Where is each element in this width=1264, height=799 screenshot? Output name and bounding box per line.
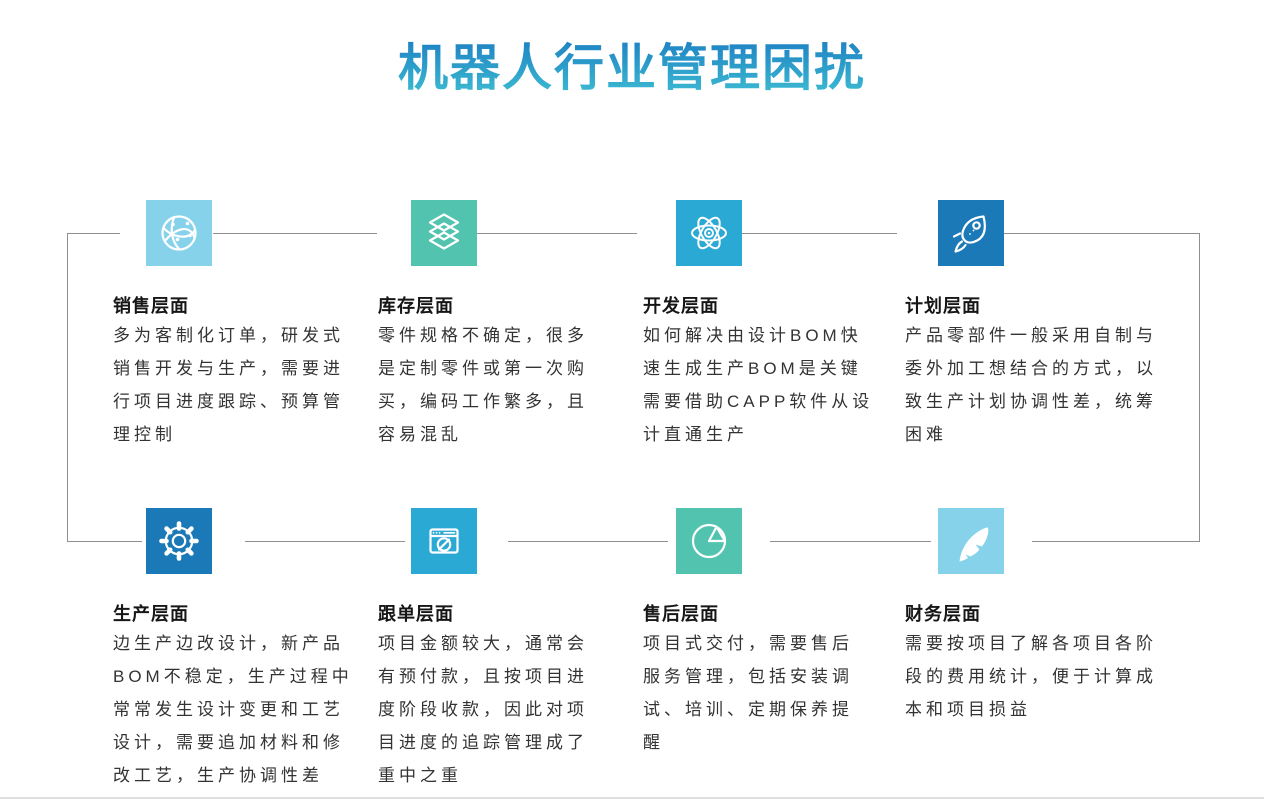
section-planning: 计划层面 产品零部件一般采用自制与 委外加工想结合的方式，以 致生产计划协调性差… (905, 200, 1157, 451)
connector-line-right (1199, 233, 1200, 542)
section-tracking: 跟单层面 项目金额较大，通常会 有预付款，且按项目进 度阶段收款，因此对项 目进… (378, 508, 588, 792)
production-icon-box (146, 508, 212, 574)
section-body: 项目式交付，需要售后 服务管理，包括安装调 试、培训、定期保养提 醒 (643, 634, 853, 752)
connector-line (477, 233, 637, 234)
section-sales: 销售层面 多为客制化订单，研发式 销售开发与生产，需要进 行项目进度跟踪、预算管… (113, 200, 344, 451)
sales-icon-box (146, 200, 212, 266)
connector-line-left (67, 233, 68, 541)
layers-icon (428, 213, 460, 250)
section-heading: 销售层面 (113, 296, 189, 316)
section-heading: 生产层面 (113, 604, 189, 624)
connector-line (738, 233, 897, 234)
section-body: 多为客制化订单，研发式 销售开发与生产，需要进 行项目进度跟踪、预算管 理控制 (113, 326, 344, 444)
connector-line (245, 541, 405, 542)
section-heading: 售后层面 (643, 604, 719, 624)
section-heading: 跟单层面 (378, 604, 454, 624)
connector-line (508, 541, 668, 542)
gear-icon (159, 521, 199, 561)
network-globe-icon (161, 215, 197, 251)
section-body: 需要按项目了解各项目各阶 段的费用统计，便于计算成 本和项目损益 (905, 634, 1157, 719)
section-heading: 计划层面 (905, 296, 981, 316)
section-body: 产品零部件一般采用自制与 委外加工想结合的方式，以 致生产计划协调性差，统筹 困… (905, 326, 1157, 444)
rocket-icon (952, 215, 986, 253)
section-body: 边生产边改设计，新产品 BOM不稳定，生产过程中 常常发生设计变更和工艺 设计，… (113, 634, 353, 785)
section-body: 项目金额较大，通常会 有预付款，且按项目进 度阶段收款，因此对项 目进度的追踪管… (378, 634, 588, 785)
inventory-icon-box (411, 200, 477, 266)
atom-icon (691, 216, 727, 250)
section-heading: 库存层面 (378, 296, 454, 316)
connector-line (67, 541, 142, 542)
aftersales-icon-box (676, 508, 742, 574)
browser-compass-icon (429, 528, 459, 554)
section-heading: 财务层面 (905, 604, 981, 624)
section-body: 如何解决由设计BOM快 速生成生产BOM是关键 需要借助CAPP软件从设 计直通… (643, 326, 874, 444)
bottom-divider (0, 797, 1264, 799)
section-development: 开发层面 如何解决由设计BOM快 速生成生产BOM是关键 需要借助CAPP软件从… (643, 200, 873, 451)
section-inventory: 库存层面 零件规格不确定，很多 是定制零件或第一次购 买，编码工作繁多，且 容易… (378, 200, 588, 451)
tracking-icon-box (411, 508, 477, 574)
section-body: 零件规格不确定，很多 是定制零件或第一次购 买，编码工作繁多，且 容易混乱 (378, 326, 588, 444)
connector-line (1032, 541, 1199, 542)
feather-icon (959, 527, 989, 562)
section-production: 生产层面 边生产边改设计，新产品 BOM不稳定，生产过程中 常常发生设计变更和工… (113, 508, 353, 792)
section-heading: 开发层面 (643, 296, 719, 316)
finance-icon-box (938, 508, 1004, 574)
connector-line (213, 233, 377, 234)
connector-line (67, 233, 120, 234)
page-title: 机器人行业管理困扰 (0, 38, 1264, 98)
section-finance: 财务层面 需要按项目了解各项目各阶 段的费用统计，便于计算成 本和项目损益 (905, 508, 1157, 726)
connector-line (770, 541, 931, 542)
pie-chart-icon (691, 523, 727, 559)
connector-line (998, 233, 1199, 234)
section-aftersales: 售后层面 项目式交付，需要售后 服务管理，包括安装调 试、培训、定期保养提 醒 (643, 508, 853, 759)
planning-icon-box (938, 200, 1004, 266)
development-icon-box (676, 200, 742, 266)
